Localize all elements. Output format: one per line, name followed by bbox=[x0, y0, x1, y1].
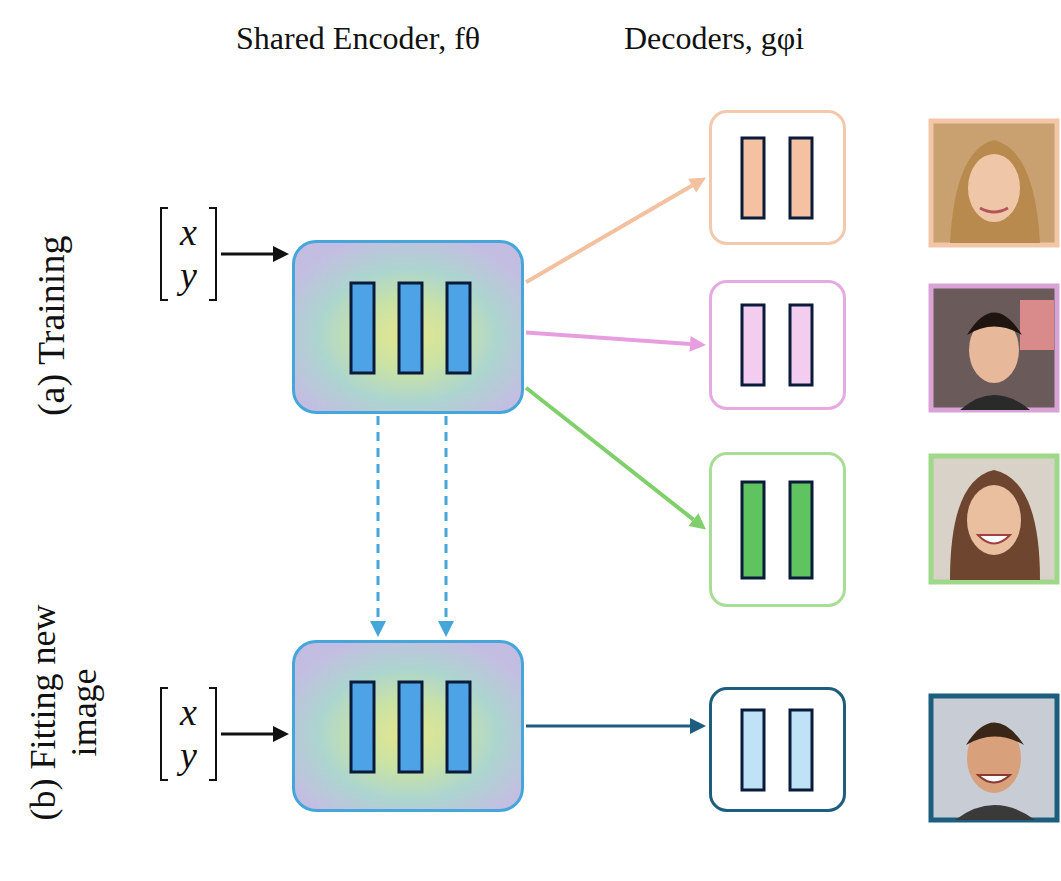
section-label: (a) Training bbox=[30, 176, 74, 476]
input-vector: x y bbox=[158, 685, 219, 783]
arrow-connector bbox=[526, 178, 706, 283]
encoder-ground bbox=[294, 642, 522, 810]
input-vector: x y bbox=[158, 205, 219, 303]
face-image bbox=[931, 286, 1057, 410]
coordinate-text: x y bbox=[173, 691, 203, 776]
encoder-ground bbox=[294, 242, 522, 412]
arrow-connector bbox=[438, 416, 454, 637]
decoder-box bbox=[709, 110, 846, 245]
column-heading: Shared Encoder, fθ bbox=[236, 20, 480, 57]
arrow-connector bbox=[526, 388, 706, 530]
decoder-box bbox=[709, 280, 846, 410]
arrow-connector bbox=[221, 246, 289, 262]
face-image bbox=[931, 121, 1057, 245]
decoder-layers bbox=[742, 138, 812, 790]
encoder-box bbox=[292, 240, 524, 414]
encoder-box bbox=[292, 640, 524, 812]
face-image bbox=[931, 456, 1057, 582]
decoder-box bbox=[709, 452, 846, 607]
arrow-connector bbox=[526, 332, 706, 351]
section-label: (b) Fitting new image bbox=[23, 587, 106, 837]
decoder-box bbox=[709, 687, 846, 812]
arrow-connector bbox=[370, 416, 386, 637]
arrow-connector bbox=[221, 726, 289, 742]
arrow-connector bbox=[526, 718, 706, 734]
face-image bbox=[931, 696, 1057, 820]
column-heading: Decoders, gφi bbox=[624, 20, 804, 57]
encoder-layers bbox=[351, 283, 470, 772]
coordinate-text: x y bbox=[173, 211, 203, 296]
